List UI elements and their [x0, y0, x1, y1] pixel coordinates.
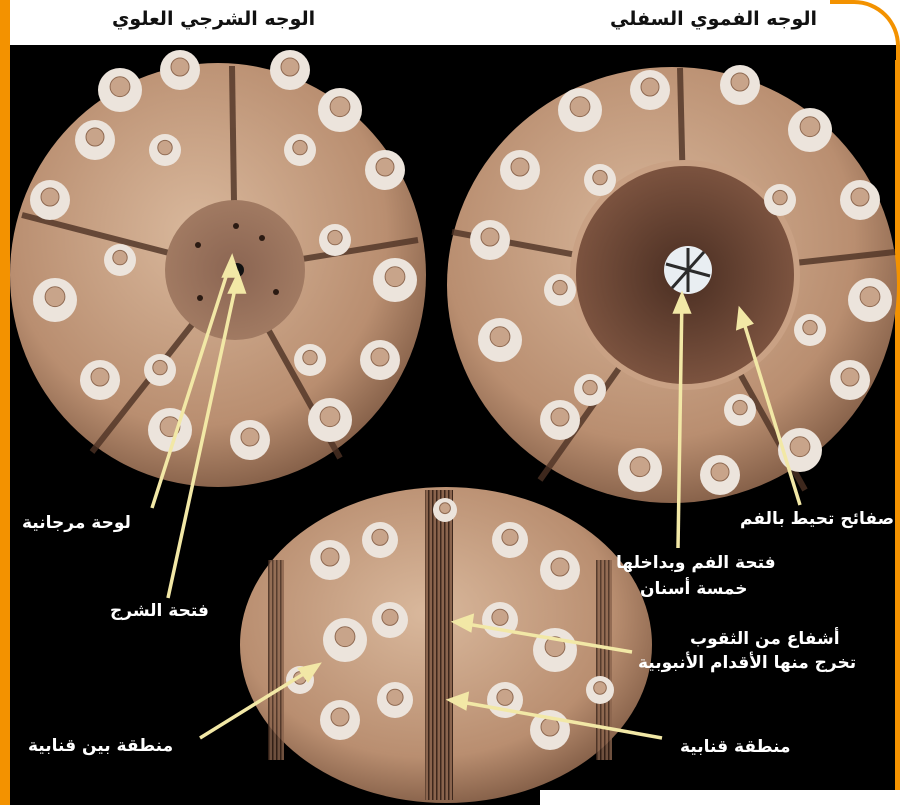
tubercle-boss — [594, 682, 607, 695]
tubercle-boss — [641, 78, 659, 96]
tubercle-boss — [790, 437, 810, 457]
tubercle-boss — [511, 158, 529, 176]
tubercle-boss — [800, 117, 820, 137]
label-mouth-line2: خمسة أسنان — [640, 578, 748, 600]
label-pores-line2: تخرج منها الأقدام الأنبوبية — [638, 652, 856, 674]
tubercle-boss — [110, 77, 130, 97]
tubercle-boss — [241, 428, 259, 446]
aboral-shell — [10, 63, 426, 487]
tubercle-boss — [371, 348, 389, 366]
tubercle-boss — [382, 609, 398, 625]
tubercle-boss — [773, 190, 787, 204]
tubercle-boss — [860, 287, 880, 307]
tubercle-boss — [630, 457, 650, 477]
tubercle-boss — [331, 708, 349, 726]
label-oral-plates: صفائح تحيط بالفم — [740, 508, 894, 530]
tubercle-boss — [387, 689, 403, 705]
tubercle-boss — [593, 170, 607, 184]
tubercle-boss — [492, 609, 508, 625]
tubercle-boss — [113, 250, 127, 264]
tubercle-boss — [335, 627, 355, 647]
tubercle-boss — [91, 368, 109, 386]
label-ambulacral: منطقة قنابية — [680, 736, 791, 758]
tubercle-boss — [440, 503, 451, 514]
tubercle-boss — [45, 287, 65, 307]
tubercle-boss — [803, 320, 817, 334]
tubercle-boss — [570, 97, 590, 117]
tubercle-boss — [711, 463, 729, 481]
tubercle-boss — [328, 230, 342, 244]
tubercle-boss — [553, 280, 567, 294]
tubercle-boss — [330, 97, 350, 117]
tubercle-boss — [376, 158, 394, 176]
tubercle-boss — [385, 267, 405, 287]
tubercle-boss — [733, 400, 747, 414]
tubercle-boss — [841, 368, 859, 386]
label-madreporite: لوحة مرجانية — [22, 512, 131, 534]
tubercle-boss — [490, 327, 510, 347]
tubercle-boss — [321, 548, 339, 566]
label-interambulacral: منطقة بين قنابية — [28, 735, 173, 757]
tubercle-boss — [372, 529, 388, 545]
label-mouth-line1: فتحة الفم وبداخلها — [616, 552, 776, 574]
tubercle-boss — [851, 188, 869, 206]
tubercle-boss — [303, 350, 317, 364]
tubercle-boss — [731, 73, 749, 91]
tubercle-boss — [158, 140, 172, 154]
tubercle-boss — [551, 558, 569, 576]
tubercle-boss — [153, 360, 167, 374]
label-pores-line1: أشفاع من الثقوب — [690, 628, 840, 650]
tubercle-boss — [320, 407, 340, 427]
tubercle-boss — [293, 140, 307, 154]
tubercle-boss — [41, 188, 59, 206]
tubercle-boss — [497, 689, 513, 705]
tubercle-boss — [502, 529, 518, 545]
tubercle-boss — [86, 128, 104, 146]
tubercle-boss — [171, 58, 189, 76]
label-anus: فتحة الشرج — [110, 600, 209, 622]
tubercle-boss — [281, 58, 299, 76]
tubercle-boss — [481, 228, 499, 246]
tubercle-boss — [583, 380, 597, 394]
tubercle-boss — [551, 408, 569, 426]
